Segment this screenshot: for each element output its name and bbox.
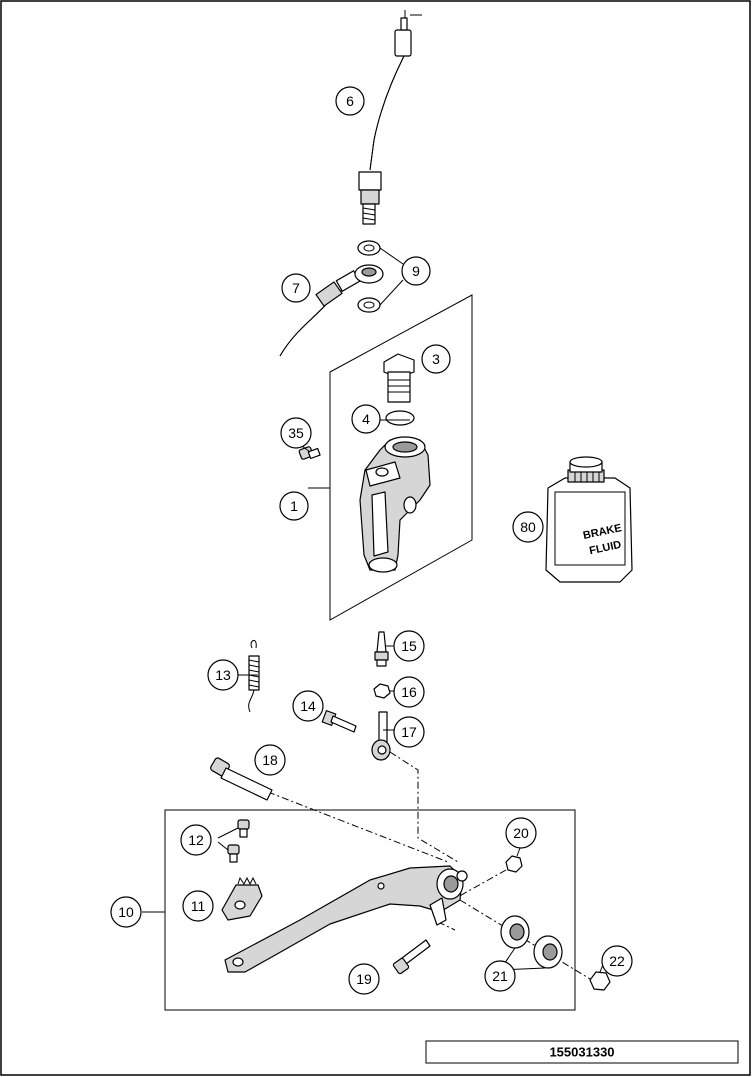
- callout-14: 14: [292, 690, 324, 722]
- svg-text:19: 19: [356, 971, 372, 987]
- svg-text:16: 16: [401, 684, 417, 700]
- svg-text:18: 18: [262, 752, 278, 768]
- callout-22: 22: [601, 945, 633, 977]
- callout-3: 3: [421, 344, 451, 374]
- diagram-code: 155031330: [549, 1045, 614, 1060]
- callout-16: 16: [393, 676, 425, 708]
- brake-lever-group-box: [164, 809, 576, 1011]
- svg-text:15: 15: [401, 638, 417, 654]
- svg-text:21: 21: [492, 968, 508, 984]
- return-spring: [248, 640, 260, 713]
- callout-6: 6: [335, 86, 365, 116]
- brake-hose: [279, 264, 384, 357]
- footrest-step: [221, 876, 263, 921]
- bolt-14: [321, 710, 357, 733]
- master-cylinder-panel: [329, 294, 473, 621]
- svg-text:6: 6: [346, 93, 354, 109]
- svg-text:12: 12: [188, 832, 204, 848]
- callout-20: 20: [505, 817, 537, 849]
- bolt-19: [392, 939, 431, 975]
- svg-text:14: 14: [300, 698, 316, 714]
- callout-10: 10: [110, 896, 142, 928]
- callout-11: 11: [182, 890, 214, 922]
- svg-text:35: 35: [288, 425, 304, 441]
- brake-pedal: [224, 865, 468, 973]
- svg-text:4: 4: [362, 411, 370, 427]
- screw-35: [298, 446, 321, 460]
- svg-text:10: 10: [118, 904, 134, 920]
- screws-12: [217, 819, 250, 863]
- callout-18: 18: [254, 744, 286, 776]
- master-cylinder: [359, 436, 431, 573]
- reservoir-cap: [383, 353, 415, 403]
- diagram-code-box: [425, 1040, 739, 1064]
- svg-text:9: 9: [412, 263, 420, 279]
- o-ring: [385, 410, 415, 426]
- callout-13: 13: [207, 659, 239, 691]
- callout-4: 4: [351, 404, 381, 434]
- svg-text:11: 11: [191, 898, 206, 914]
- callout-15: 15: [393, 630, 425, 662]
- callout-80: 80: [512, 511, 544, 543]
- svg-text:7: 7: [292, 280, 300, 296]
- callout-7: 7: [281, 273, 311, 303]
- callout-17: 17: [393, 716, 425, 748]
- callout-35: 35: [280, 417, 312, 449]
- svg-text:20: 20: [513, 825, 529, 841]
- push-rod: [371, 711, 391, 761]
- callout-9: 9: [401, 256, 431, 286]
- nut-16: [373, 683, 391, 699]
- callout-21: 21: [484, 960, 516, 992]
- flange-nut: [589, 971, 611, 991]
- callout-19: 19: [348, 963, 380, 995]
- callout-1: 1: [279, 491, 309, 521]
- svg-text:17: 17: [401, 724, 417, 740]
- svg-text:13: 13: [215, 667, 231, 683]
- bolt-18: [210, 757, 273, 801]
- svg-text:80: 80: [520, 519, 536, 535]
- bearings: [500, 915, 563, 969]
- bleed-nipple: [374, 631, 389, 667]
- brake-light-switch: [358, 10, 422, 225]
- sealing-washers: [357, 240, 404, 313]
- callout-12: 12: [180, 824, 212, 856]
- svg-text:22: 22: [609, 953, 625, 969]
- svg-text:1: 1: [290, 498, 298, 514]
- brake-fluid-bottle: BRAKE FLUID: [545, 456, 633, 583]
- svg-text:3: 3: [432, 351, 440, 367]
- nut-20: [505, 855, 523, 873]
